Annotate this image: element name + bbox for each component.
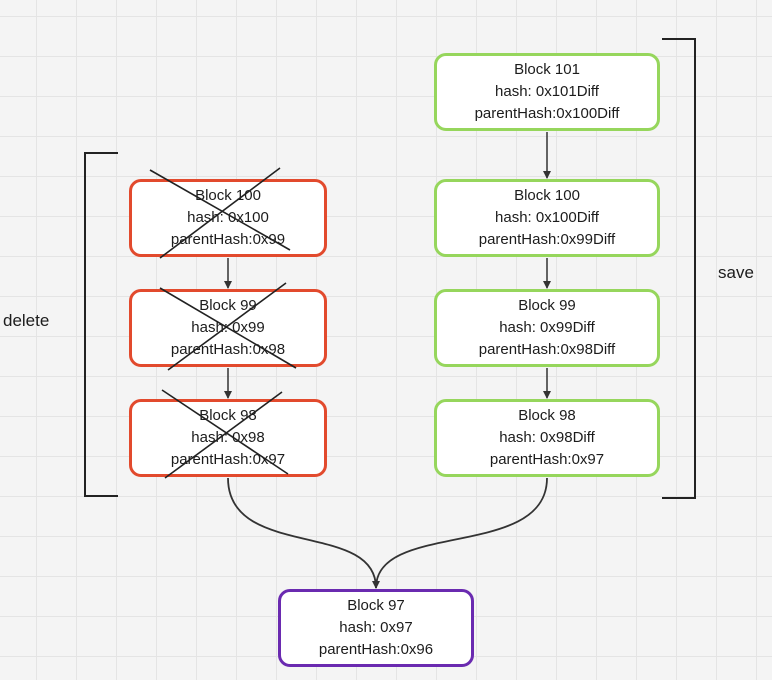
block-hash: hash: 0x100Diff bbox=[495, 209, 599, 226]
block-parent-hash: parentHash:0x99Diff bbox=[478, 231, 616, 248]
block-title: Block 100 bbox=[195, 187, 261, 204]
block-hash: hash: 0x98Diff bbox=[499, 429, 595, 446]
block-parent-hash: parentHash:0x100Diff bbox=[474, 105, 620, 122]
block-hash: hash: 0x98 bbox=[191, 429, 265, 446]
block-title: Block 100 bbox=[514, 187, 580, 204]
deleted-block-100[interactable]: Block 100 hash: 0x100 parentHash:0x99 bbox=[129, 179, 327, 257]
block-title: Block 97 bbox=[347, 597, 405, 614]
block-hash: hash: 0x100 bbox=[187, 209, 269, 226]
saved-block-98[interactable]: Block 98 hash: 0x98Diff parentHash:0x97 bbox=[434, 399, 660, 477]
block-title: Block 101 bbox=[514, 61, 580, 78]
curve-deleted-98-to-97 bbox=[227, 477, 380, 589]
block-hash: hash: 0x101Diff bbox=[495, 83, 599, 100]
block-title: Block 98 bbox=[518, 407, 576, 424]
deleted-block-98[interactable]: Block 98 hash: 0x98 parentHash:0x97 bbox=[129, 399, 327, 477]
save-bracket bbox=[662, 38, 696, 499]
block-parent-hash: parentHash:0x96 bbox=[318, 641, 434, 658]
block-title: Block 98 bbox=[199, 407, 257, 424]
block-hash: hash: 0x99Diff bbox=[499, 319, 595, 336]
block-hash: hash: 0x97 bbox=[339, 619, 413, 636]
common-block-97[interactable]: Block 97 hash: 0x97 parentHash:0x96 bbox=[278, 589, 474, 667]
block-title: Block 99 bbox=[199, 297, 257, 314]
block-parent-hash: parentHash:0x97 bbox=[170, 451, 286, 468]
saved-block-101[interactable]: Block 101 hash: 0x101Diff parentHash:0x1… bbox=[434, 53, 660, 131]
delete-bracket bbox=[84, 152, 118, 497]
block-parent-hash: parentHash:0x99 bbox=[170, 231, 286, 248]
block-hash: hash: 0x99 bbox=[191, 319, 265, 336]
save-label: save bbox=[718, 263, 754, 282]
curve-saved-98-to-97 bbox=[375, 477, 548, 589]
saved-block-100[interactable]: Block 100 hash: 0x100Diff parentHash:0x9… bbox=[434, 179, 660, 257]
delete-label: delete bbox=[3, 311, 50, 330]
saved-block-99[interactable]: Block 99 hash: 0x99Diff parentHash:0x98D… bbox=[434, 289, 660, 367]
block-parent-hash: parentHash:0x98Diff bbox=[478, 341, 616, 358]
block-parent-hash: parentHash:0x97 bbox=[489, 451, 605, 468]
block-parent-hash: parentHash:0x98 bbox=[170, 341, 286, 358]
deleted-block-99[interactable]: Block 99 hash: 0x99 parentHash:0x98 bbox=[129, 289, 327, 367]
block-title: Block 99 bbox=[518, 297, 576, 314]
